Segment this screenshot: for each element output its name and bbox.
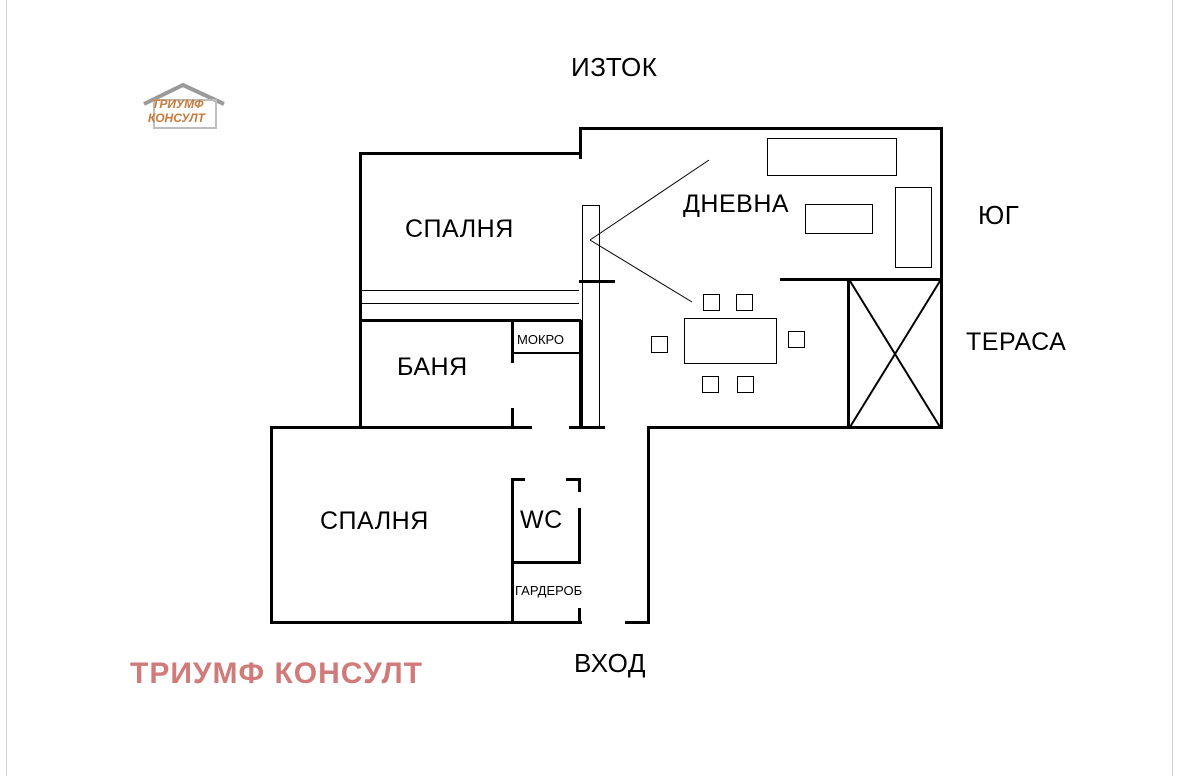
dining-table bbox=[684, 318, 777, 364]
chair bbox=[737, 376, 754, 393]
sofa bbox=[767, 138, 897, 176]
wall bbox=[359, 152, 581, 155]
terrace-cross bbox=[849, 280, 941, 428]
hall-strip bbox=[582, 281, 600, 427]
armchair bbox=[895, 187, 932, 268]
wall bbox=[578, 508, 581, 563]
wall bbox=[270, 426, 532, 429]
room-label-wardrobe: ГАРДЕРОБ bbox=[515, 583, 583, 598]
wall bbox=[569, 426, 605, 429]
logo-text-line2: КОНСУЛТ bbox=[148, 111, 205, 125]
company-logo: ТРИУМФ КОНСУЛТ bbox=[140, 82, 230, 132]
room-label-bedroom-top: СПАЛНЯ bbox=[405, 215, 514, 243]
wall bbox=[511, 319, 514, 363]
direction-east: ИЗТОК bbox=[571, 52, 658, 82]
wall bbox=[579, 320, 582, 428]
wall bbox=[511, 478, 514, 624]
wall bbox=[511, 352, 581, 354]
house-logo-icon bbox=[143, 82, 225, 129]
wall bbox=[511, 561, 581, 564]
chair bbox=[651, 336, 668, 353]
frame-right-border bbox=[1172, 0, 1173, 776]
wall bbox=[625, 621, 650, 624]
room-label-bedroom-bottom: СПАЛНЯ bbox=[320, 507, 429, 535]
watermark-text: ТРИУМФ КОНСУЛТ bbox=[130, 657, 423, 690]
wall bbox=[780, 278, 943, 281]
closet-strip bbox=[582, 205, 600, 281]
wall bbox=[511, 408, 514, 428]
tv-view-line bbox=[589, 239, 693, 303]
wall bbox=[511, 478, 525, 481]
frame-left-border bbox=[6, 0, 7, 776]
logo-text-line1: ТРИУМФ bbox=[152, 97, 204, 111]
entrance-label: ВХОД bbox=[574, 648, 646, 678]
wall bbox=[579, 127, 582, 159]
room-label-bathroom: БАНЯ bbox=[397, 353, 468, 381]
coffee-table bbox=[805, 204, 873, 234]
room-label-living: ДНЕВНА bbox=[683, 190, 790, 218]
room-label-terrace: ТЕРАСА bbox=[966, 328, 1067, 356]
wall bbox=[578, 608, 581, 624]
wall bbox=[359, 152, 362, 428]
wall bbox=[647, 426, 943, 429]
chair bbox=[788, 331, 805, 348]
direction-south: ЮГ bbox=[978, 200, 1020, 230]
tv-view-line bbox=[589, 159, 710, 241]
wall bbox=[647, 426, 650, 624]
room-label-wet: МОКРО bbox=[517, 332, 565, 347]
chair bbox=[702, 376, 719, 393]
wall bbox=[847, 278, 850, 428]
chair bbox=[736, 294, 753, 311]
wall bbox=[940, 127, 943, 428]
wall bbox=[566, 478, 581, 481]
chair bbox=[703, 294, 720, 311]
wall bbox=[359, 319, 581, 322]
sill-line bbox=[362, 290, 579, 291]
wall bbox=[270, 621, 582, 624]
wall bbox=[578, 478, 581, 492]
room-label-wc: WC bbox=[520, 506, 563, 534]
wall bbox=[270, 426, 273, 624]
sill-line bbox=[362, 303, 579, 304]
wall bbox=[579, 127, 943, 130]
